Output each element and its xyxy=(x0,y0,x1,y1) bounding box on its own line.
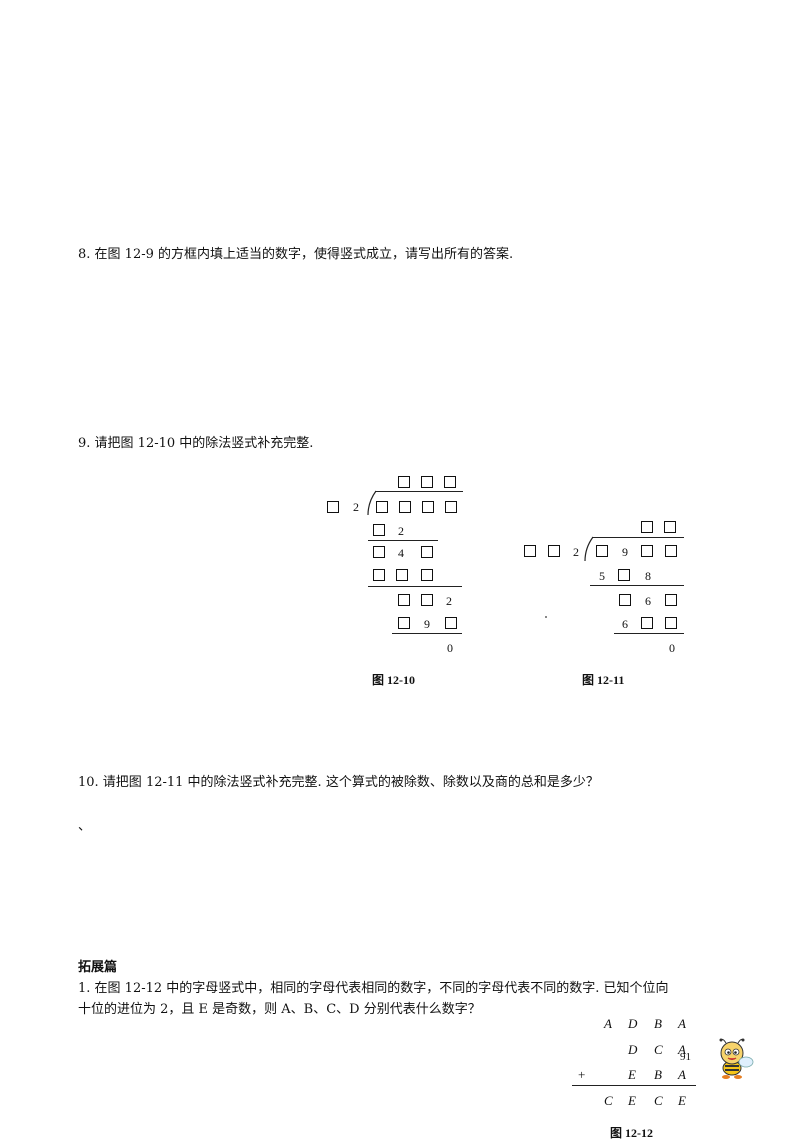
blank-box xyxy=(665,545,677,557)
division-bar xyxy=(375,491,463,492)
digit: 6 xyxy=(622,617,628,631)
blank-box xyxy=(665,617,677,629)
blank-box xyxy=(421,546,433,558)
division-bracket xyxy=(367,490,377,516)
blank-box xyxy=(641,545,653,557)
blank-box xyxy=(665,594,677,606)
remainder: 0 xyxy=(669,641,675,655)
letter: C xyxy=(604,1093,613,1108)
extension-question-1-cont: 十位的进位为 2，且 E 是奇数，则 A、B、C、D 分别代表什么数字？ xyxy=(78,1002,481,1017)
extension-question-1: 1. 在图 12-12 中的字母竖式中，相同的字母代表相同的数字，不同的字母代表… xyxy=(78,981,669,996)
letter: C xyxy=(654,1042,663,1057)
blank-box xyxy=(524,545,536,557)
divisor-digit: 2 xyxy=(573,545,579,559)
letter: A xyxy=(678,1067,686,1082)
question-10: 10. 请把图 12-11 中的除法竖式补充完整. 这个算式的被除数、除数以及商… xyxy=(78,775,599,790)
stray-mark: 、 xyxy=(78,819,92,834)
letter: E xyxy=(628,1093,636,1108)
digit: 4 xyxy=(398,546,404,560)
letter: A xyxy=(604,1016,612,1031)
digit: 9 xyxy=(622,545,628,559)
blank-box xyxy=(445,501,457,513)
blank-box xyxy=(444,476,456,488)
letter: B xyxy=(654,1067,662,1082)
letter: E xyxy=(678,1093,686,1108)
question-8: 8. 在图 12-9 的方框内填上适当的数字，使得竖式成立，请写出所有的答案. xyxy=(78,247,514,262)
question-9: 9. 请把图 12-10 中的除法竖式补充完整. xyxy=(78,436,314,451)
figure-caption: 图 12-12 xyxy=(610,1126,653,1140)
digit: 2 xyxy=(446,594,452,608)
letter: A xyxy=(678,1016,686,1031)
blank-box xyxy=(376,501,388,513)
letter: D xyxy=(628,1016,638,1031)
blank-box xyxy=(421,569,433,581)
blank-box xyxy=(422,501,434,513)
divisor-digit: 2 xyxy=(353,500,359,514)
division-bar xyxy=(592,537,684,538)
blank-box xyxy=(445,617,457,629)
sum-rule xyxy=(572,1085,696,1086)
blank-box xyxy=(398,476,410,488)
division-bracket xyxy=(584,536,594,562)
figure-caption: 图 12-11 xyxy=(582,673,625,687)
letter: B xyxy=(654,1016,662,1031)
blank-box xyxy=(398,594,410,606)
blank-box xyxy=(548,545,560,557)
blank-box xyxy=(421,594,433,606)
rule xyxy=(368,586,462,587)
digit: 5 xyxy=(599,569,605,583)
digit: 2 xyxy=(398,524,404,538)
blank-box xyxy=(619,594,631,606)
blank-box xyxy=(641,521,653,533)
blank-box xyxy=(398,617,410,629)
blank-box xyxy=(373,569,385,581)
stray-dot xyxy=(545,616,547,618)
blank-box xyxy=(641,617,653,629)
rule xyxy=(368,540,438,541)
section-heading: 拓展篇 xyxy=(78,960,118,975)
rule xyxy=(614,633,684,634)
digit: 8 xyxy=(645,569,651,583)
remainder: 0 xyxy=(447,641,453,655)
blank-box xyxy=(396,569,408,581)
plus-sign: + xyxy=(578,1067,586,1082)
letter: A xyxy=(678,1042,686,1057)
blank-box xyxy=(664,521,676,533)
figure-caption: 图 12-10 xyxy=(372,673,415,687)
bee-cartoon-icon xyxy=(719,1038,754,1079)
blank-box xyxy=(421,476,433,488)
blank-box xyxy=(596,545,608,557)
letter: D xyxy=(628,1042,638,1057)
blank-box xyxy=(373,524,385,536)
letter: C xyxy=(654,1093,663,1108)
page-number: 91 xyxy=(680,1051,691,1063)
blank-box xyxy=(618,569,630,581)
blank-box xyxy=(399,501,411,513)
rule xyxy=(590,585,684,586)
blank-box xyxy=(327,501,339,513)
digit: 9 xyxy=(424,617,430,631)
rule xyxy=(392,633,462,634)
blank-box xyxy=(373,546,385,558)
digit: 6 xyxy=(645,594,651,608)
letter: E xyxy=(628,1067,636,1082)
